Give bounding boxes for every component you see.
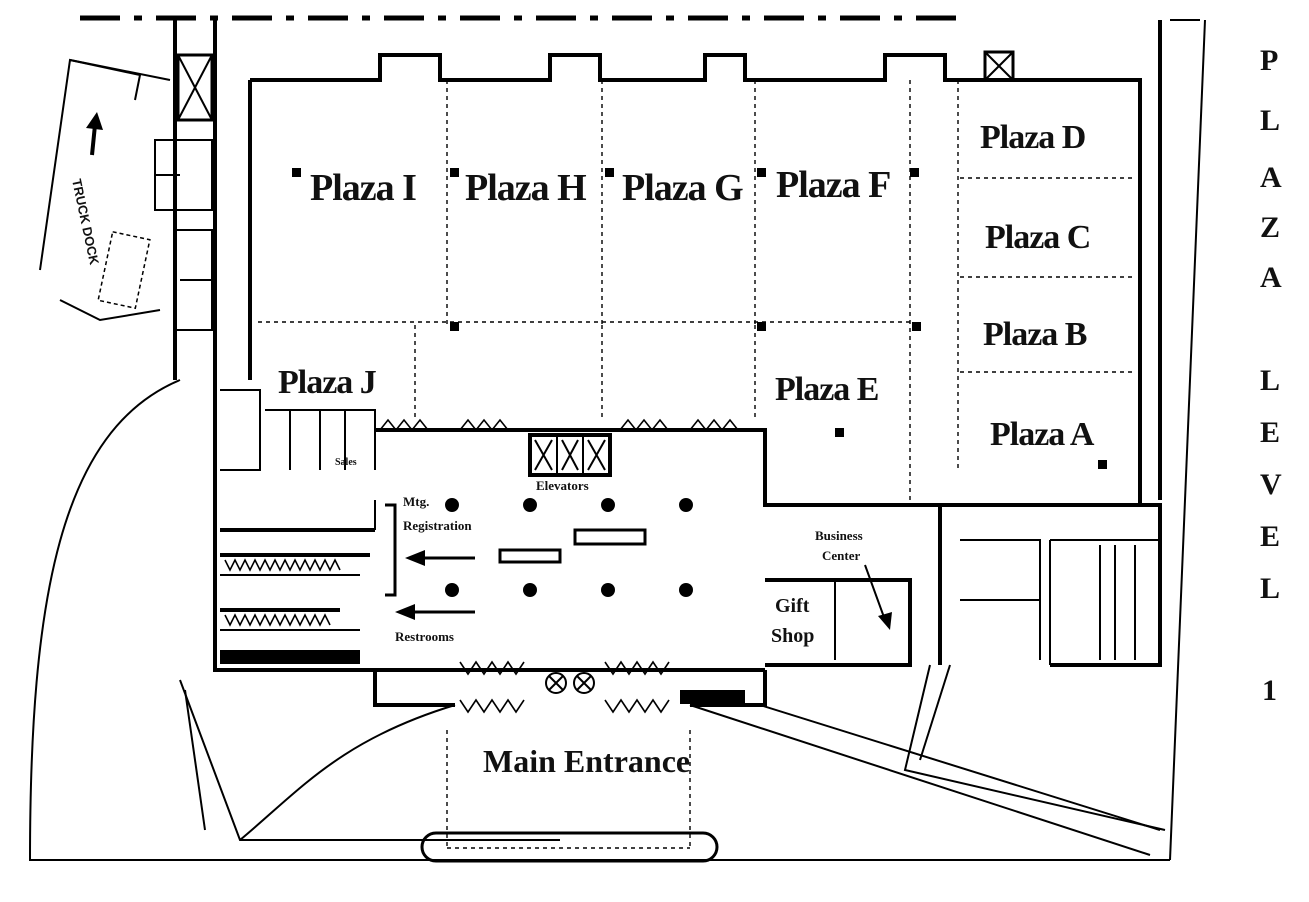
truck-dock-label: TRUCK DOCK (69, 178, 102, 267)
room-dividers (258, 80, 1135, 500)
driveways (28, 19, 1206, 863)
room-plaza-b[interactable]: Plaza B (983, 316, 1088, 353)
arrow-left-icon (405, 550, 425, 566)
building-walls (248, 19, 1200, 505)
registration-label: Registration (403, 518, 472, 533)
title-letter: 1 (1262, 674, 1277, 707)
center-label: Center (822, 548, 860, 563)
title-letter: A (1260, 261, 1282, 294)
shop-label: Shop (771, 625, 814, 647)
main-entrance-label: Main Entrance (483, 743, 690, 779)
room-plaza-j[interactable]: Plaza J (278, 364, 378, 401)
room-plaza-d[interactable]: Plaza D (980, 119, 1086, 156)
level-title: P L A Z A L E V E L 1 (1260, 44, 1282, 707)
room-plaza-c[interactable]: Plaza C (985, 219, 1091, 256)
lobby-walls (213, 380, 1162, 672)
arrows (395, 550, 892, 630)
room-plaza-e[interactable]: Plaza E (775, 371, 879, 408)
sales-label: Sales (335, 457, 357, 468)
truck-arrow-icon (90, 124, 97, 156)
columns (292, 168, 1107, 597)
title-letter: L (1260, 364, 1280, 397)
arrow-left-icon (395, 604, 415, 620)
title-letter: E (1260, 416, 1280, 449)
title-letter: Z (1260, 211, 1280, 244)
title-letter: E (1260, 520, 1280, 553)
title-letter: L (1260, 104, 1280, 137)
service-corridor (154, 18, 217, 380)
mtg-label: Mtg. (403, 494, 429, 509)
entrance-doors (373, 660, 767, 714)
room-plaza-a[interactable]: Plaza A (990, 416, 1096, 453)
truck-dock: TRUCK DOCK (39, 58, 171, 322)
gift-label: Gift (775, 595, 810, 617)
room-plaza-f[interactable]: Plaza F (776, 164, 891, 206)
title-letter: P (1260, 44, 1278, 77)
room-plaza-i[interactable]: Plaza I (310, 167, 417, 209)
room-plaza-g[interactable]: Plaza G (622, 167, 744, 209)
title-letter: A (1260, 161, 1282, 194)
registration-area (220, 389, 397, 664)
room-plaza-h[interactable]: Plaza H (465, 167, 587, 209)
business-label: Business (815, 528, 863, 543)
title-letter: L (1260, 572, 1280, 605)
title-letter: V (1260, 468, 1282, 501)
elevators-label: Elevators (536, 478, 589, 493)
restrooms-label: Restrooms (395, 629, 454, 644)
arrow-down-icon (878, 612, 892, 630)
